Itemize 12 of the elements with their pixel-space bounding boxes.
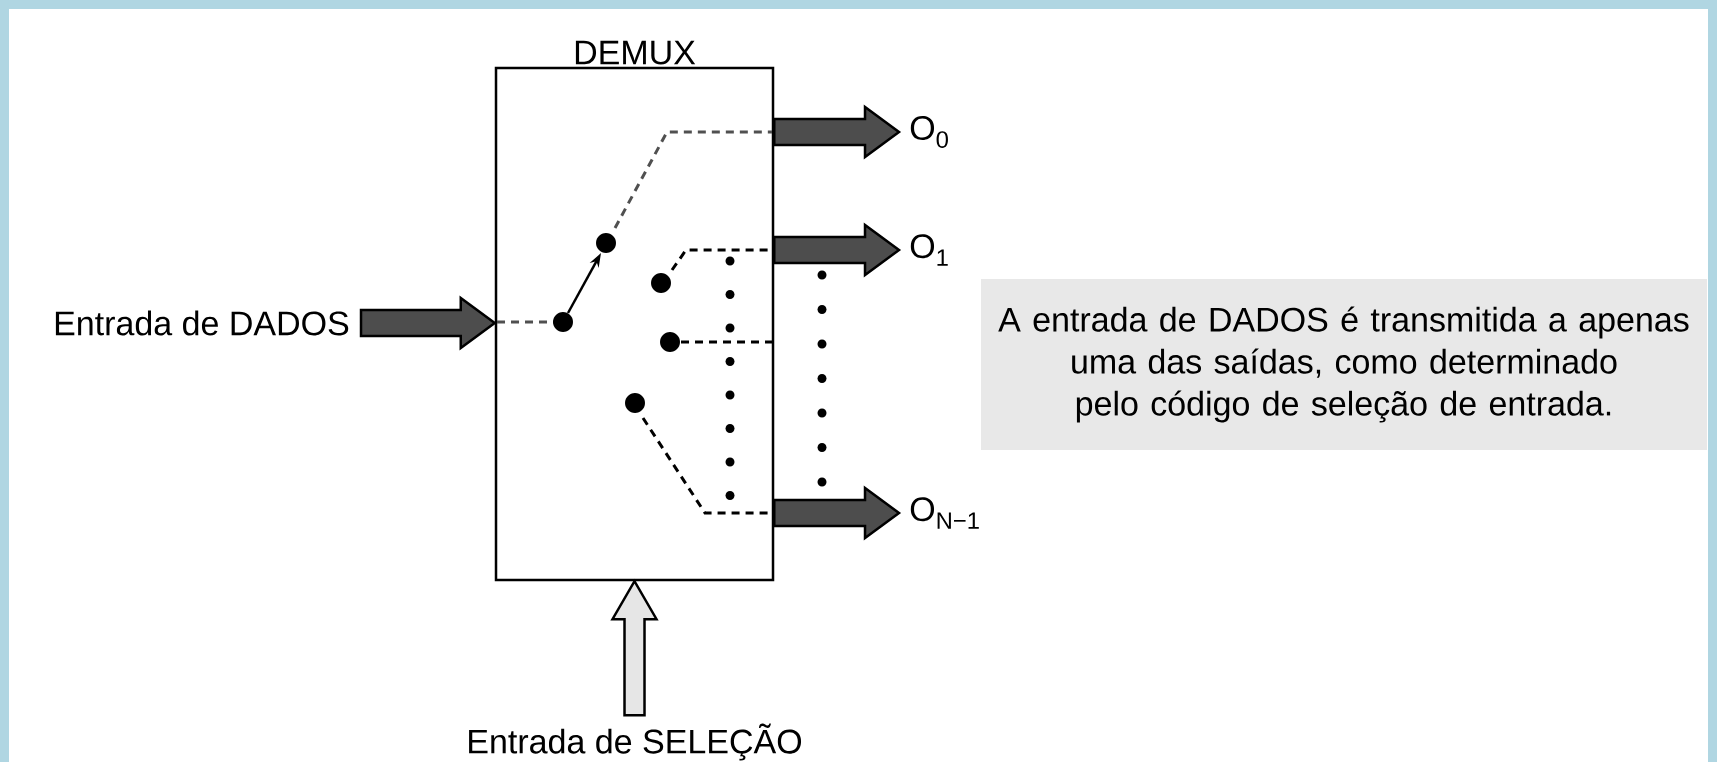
box-title: DEMUX [575,40,696,65]
input-label: Entrada de DADOS [55,310,349,336]
block-arrow [773,104,902,160]
input-label: Entrada de SELEÇÃO [469,723,802,761]
block-arrow [773,222,902,278]
block-arrow [773,485,902,541]
block-arrow [359,295,497,351]
output-label: O$_{1}$ [910,234,948,266]
output-label: O$_{0}$ [910,116,948,148]
note-box: A entrada de DADOS é transmitida a apenas uma das saídas, como determinado pelo código de seleção de entrada. [981,279,1707,450]
output-label: O$_{N−1}$ [910,497,979,529]
block-arrow [610,578,659,717]
